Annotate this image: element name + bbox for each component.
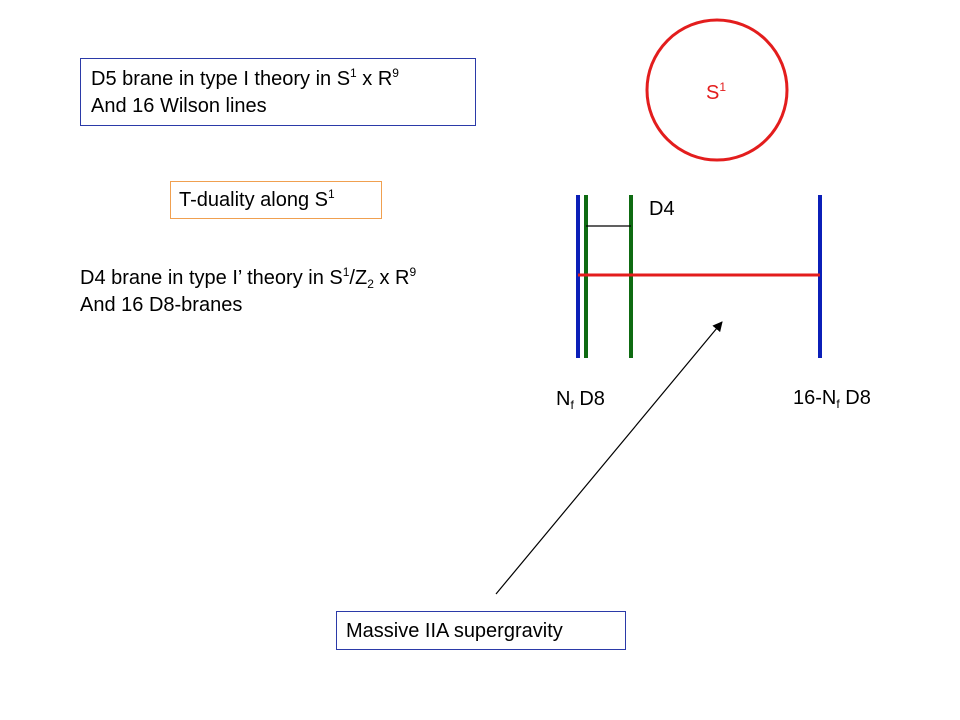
d4-line1-mid1: /Z [349, 267, 368, 289]
left-stack-sub: f [570, 398, 574, 412]
t-duality-label: T-duality along S [179, 189, 328, 211]
d4-line1-sub: 2 [367, 277, 374, 291]
d5-brane-box: D5 brane in type I theory in S1 x R9 And… [80, 58, 476, 126]
d4-line1-sup1: 1 [342, 265, 350, 279]
right-stack-sub: f [836, 397, 840, 411]
d5-line1-sup2: 9 [392, 66, 399, 80]
d4-brane-line2: And 16 D8-branes [80, 294, 243, 316]
circle-s1-label: S1 [706, 80, 726, 106]
t-duality-sup: 1 [327, 187, 335, 201]
t-duality-box: T-duality along S1 [170, 181, 382, 219]
circle-s1-base: S [706, 82, 720, 104]
d5-line1-sup1: 1 [350, 66, 357, 80]
circle-s1-icon [645, 18, 789, 162]
d4-label: D4 [649, 198, 675, 220]
t-duality-text: T-duality along S1 [179, 187, 335, 213]
arrow-icon [495, 321, 723, 595]
left-stack-post: D8 [573, 388, 605, 410]
d5-line1-text: D5 brane in type I theory in S [91, 68, 351, 90]
d4-brane-line1: D4 brane in type I’ theory in S1/Z2 x R9 [80, 265, 416, 291]
d4-line1-mid2: x R [373, 267, 410, 289]
d4-line1-sup2: 9 [409, 265, 417, 279]
massive-iia-box: Massive IIA supergravity [336, 611, 626, 650]
left-stack-label: Nf D8 [556, 386, 605, 412]
left-stack-pre: N [556, 388, 571, 410]
right-stack-post: D8 [839, 387, 871, 409]
d5-brane-line1: D5 brane in type I theory in S1 x R9 [91, 66, 399, 92]
d4-line1-text: D4 brane in type I’ theory in S [80, 267, 343, 289]
right-stack-label: 16-Nf D8 [793, 385, 871, 411]
circle-s1-sup: 1 [719, 80, 727, 94]
d5-brane-line2: And 16 Wilson lines [91, 95, 267, 117]
right-stack-pre: 16-N [793, 387, 837, 409]
massive-iia-text: Massive IIA supergravity [346, 620, 563, 642]
d5-line1-mid: x R [356, 68, 393, 90]
